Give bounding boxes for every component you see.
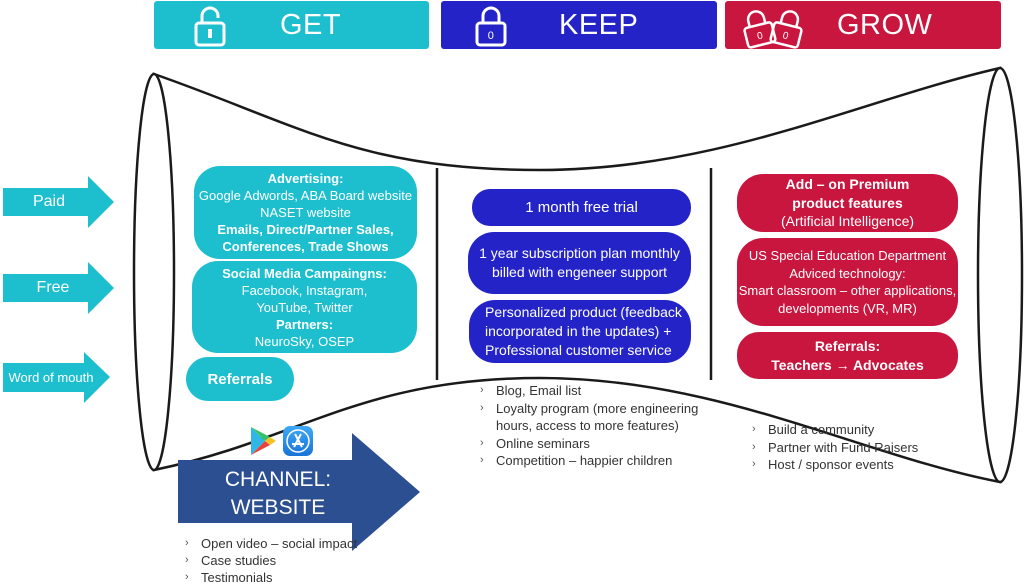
advertising-line3: Emails, Direct/Partner Sales, (217, 222, 394, 237)
svg-text:0: 0 (488, 30, 495, 42)
social-title: Social Media Campaingns: (222, 265, 387, 281)
channel-line2: WEBSITE (230, 496, 326, 519)
free-label: Free (36, 279, 70, 296)
addon-line3: (Artificial Intelligence) (780, 213, 915, 230)
addon-line1: Add – on Premium (785, 176, 910, 193)
social-line1: Facebook, Instagram, (241, 282, 368, 298)
word-of-mouth-arrow (3, 352, 110, 403)
get-header: GET (154, 1, 429, 49)
keep-header: 0 KEEP (441, 1, 717, 49)
free-arrow (3, 262, 114, 314)
subscription-line2: billed with engeneer support (491, 264, 668, 280)
personalized-pill: Personalized product (feedback incorpora… (469, 300, 691, 363)
word-of-mouth-label: Word of mouth (8, 370, 94, 385)
subscription-pill: 1 year subscription plan monthly billed … (468, 232, 691, 294)
us-line3: Smart classroom – other applications, (738, 283, 957, 298)
app-store-icon (283, 426, 313, 456)
grow-header-label: GROW (837, 9, 933, 41)
grow-bullet-list: ›Build a community ›Partner with Fund Ra… (752, 421, 918, 474)
get-referrals-label: Referrals (207, 370, 273, 388)
channel-label: CHANNEL: WEBSITE (186, 466, 370, 522)
svg-text:0: 0 (756, 30, 765, 42)
channel-bullet-list: ›Open video – social impact ›Case studie… (185, 535, 357, 586)
us-line2: Adviced technology: (789, 265, 906, 281)
paid-arrow (3, 176, 114, 228)
partners-list: NeuroSky, OSEP (254, 333, 355, 349)
us-line1: US Special Education Department (748, 248, 947, 263)
funnel-right-rim (976, 66, 1024, 484)
grow-header: 0 0 GROW (725, 1, 1001, 49)
channel-line1: CHANNEL: (224, 468, 332, 491)
list-item: ›Competition – happier children (480, 453, 673, 468)
channel-arrow (178, 433, 420, 551)
paid-label: Paid (32, 193, 66, 210)
list-item: ›Online seminars (480, 435, 590, 451)
social-line2: YouTube, Twitter (256, 299, 353, 315)
list-item: ›Host / sponsor events (752, 457, 894, 472)
personalized-line2: incorporated in the updates) + (485, 323, 672, 339)
svg-text:0: 0 (781, 30, 790, 42)
keep-bullet-list: ›Blog, Email list ›Loyalty program (more… (480, 382, 698, 470)
advertising-line1: Google Adwords, ABA Board website (198, 188, 413, 203)
list-item: ›Open video – social impact (185, 536, 358, 551)
us-line4: developments (VR, MR) (778, 300, 917, 316)
personalized-line3: Professional customer service (485, 342, 672, 358)
lock-icon: 0 (473, 5, 509, 55)
get-header-label: GET (280, 9, 342, 41)
trial-label: 1 month free trial (525, 199, 638, 216)
two-locks-icon: 0 0 (739, 5, 807, 57)
list-item: ›Blog, Email list (480, 383, 582, 398)
social-media-pill: Social Media Campaingns: Facebook, Insta… (192, 261, 417, 353)
lock-open-icon (192, 5, 228, 55)
list-item: ›Loyalty program (more engineering (480, 400, 699, 416)
trial-pill: 1 month free trial (472, 189, 691, 226)
us-education-pill: US Special Education Department Adviced … (737, 238, 958, 326)
subscription-line1: 1 year subscription plan monthly (479, 245, 680, 261)
addon-line2: product features (792, 194, 903, 211)
list-item: ›Partner with Fund Raisers (752, 439, 919, 455)
addon-pill: Add – on Premium product features (Artif… (737, 174, 958, 232)
list-item: ›Build a community (752, 422, 875, 437)
advertising-line2: NASET website (260, 205, 351, 220)
partners-title: Partners: (275, 316, 334, 332)
funnel-left-rim (132, 72, 176, 472)
get-referrals-pill: Referrals (186, 357, 294, 401)
list-item: hours, access to more features) (496, 418, 679, 433)
grow-referrals-line2: Teachers → Advocates (771, 356, 924, 373)
grow-referrals-line1: Referrals: (814, 338, 881, 354)
personalized-line1: Personalized product (feedback (485, 304, 682, 320)
grow-referrals-pill: Referrals: Teachers → Advocates (737, 332, 958, 379)
list-item: ›Case studies (185, 553, 277, 568)
google-play-icon (248, 425, 278, 457)
advertising-pill: Advertising: Google Adwords, ABA Board w… (194, 166, 417, 259)
keep-header-label: KEEP (559, 9, 639, 41)
advertising-title: Advertising: (267, 171, 344, 186)
advertising-line4: Conferences, Trade Shows (222, 239, 389, 254)
list-item: ›Testimonials (185, 570, 273, 585)
